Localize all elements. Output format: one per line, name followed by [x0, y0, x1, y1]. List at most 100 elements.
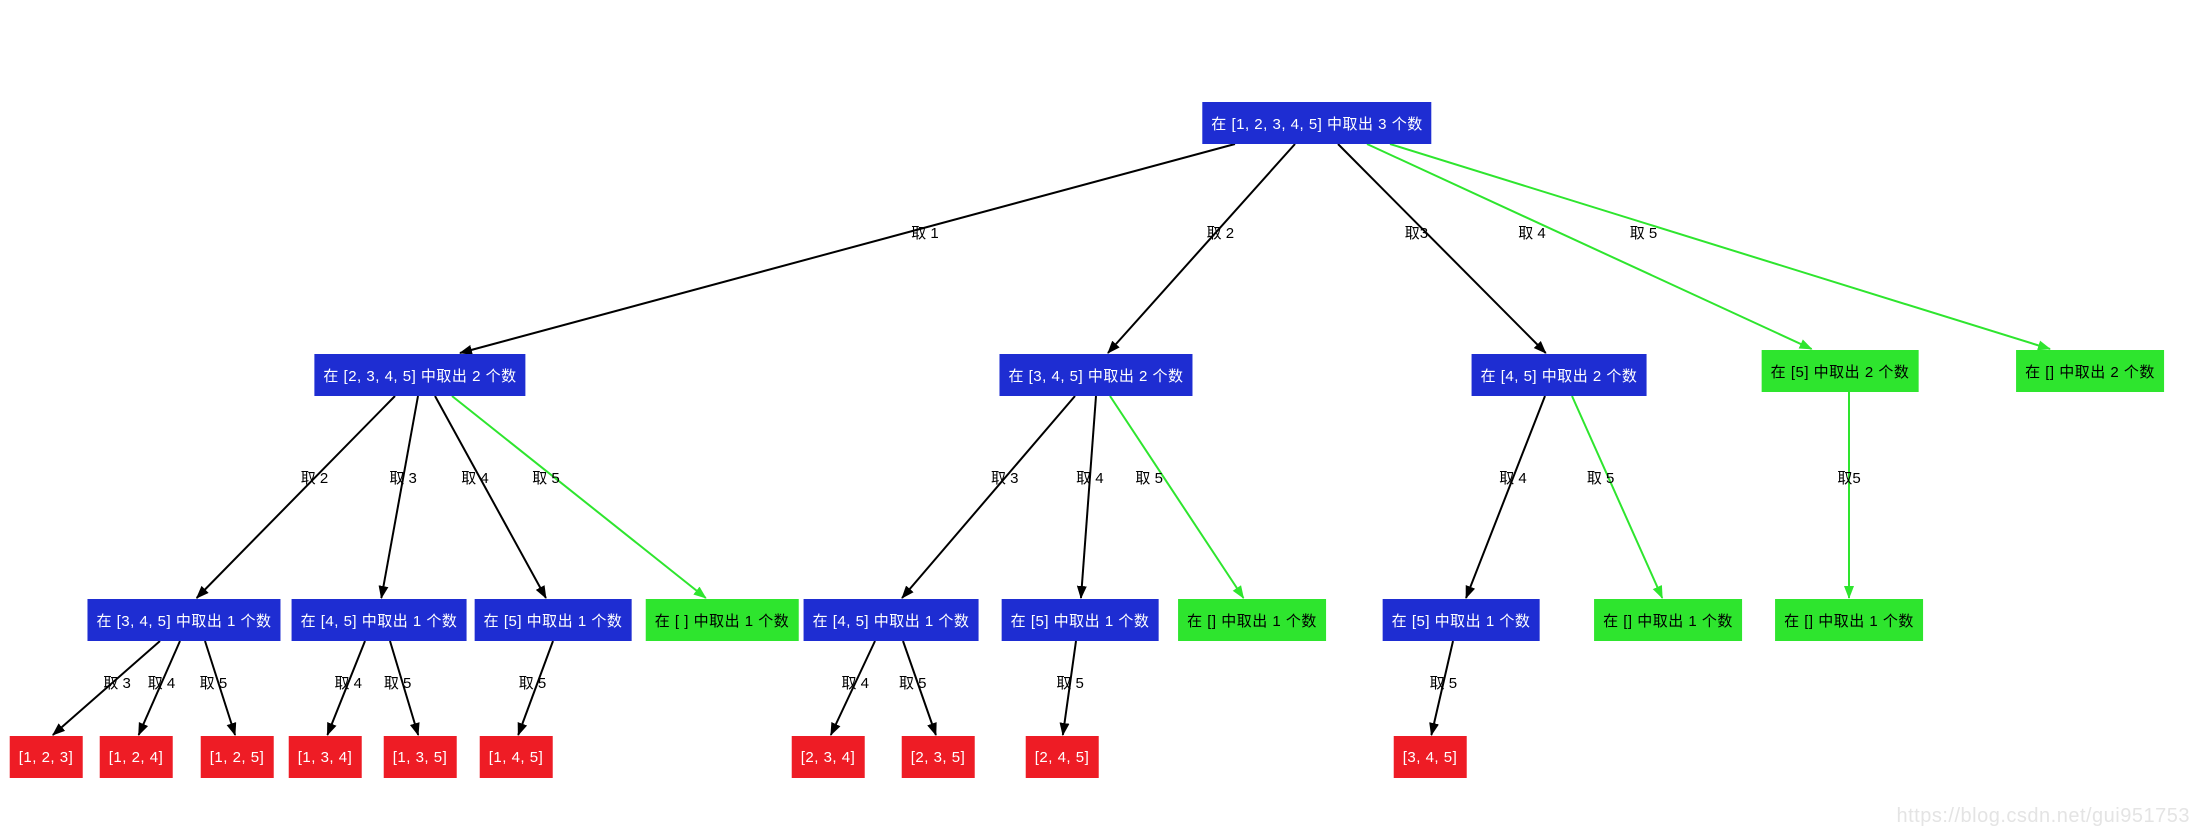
tree-node-n37: 在 [] 中取出 1 个数 [1178, 599, 1326, 641]
edge-line [1059, 640, 1077, 736]
edge-label: 取 4 [461, 470, 489, 487]
tree-node-root: 在 [1, 2, 3, 4, 5] 中取出 3 个数 [1202, 102, 1432, 144]
tree-node-label: 在 [5] 中取出 2 个数 [1770, 363, 1910, 381]
edge-line [1389, 143, 2051, 351]
edge-n21-n31: 取 2 [195, 395, 396, 599]
edge-root-n25: 取 5 [1389, 143, 2051, 351]
edge-n32-r4: 取 4 [326, 640, 366, 736]
tree-node-r6: [1, 4, 5] [479, 736, 553, 778]
edge-label: 取 3 [103, 675, 131, 692]
edge-label: 取5 [1837, 470, 1860, 487]
tree-node-r2: [1, 2, 4] [99, 736, 173, 778]
edge-label: 取 2 [1207, 225, 1235, 242]
tree-node-label: 在 [ ] 中取出 1 个数 [654, 612, 790, 630]
edge-line [52, 640, 161, 736]
edge-label: 取 4 [334, 675, 362, 692]
tree-node-n36: 在 [5] 中取出 1 个数 [1001, 599, 1159, 641]
edge-line [137, 640, 181, 736]
edge-n31-r3: 取 5 [200, 640, 237, 736]
edge-n23-n39: 取 5 [1571, 395, 1664, 599]
edge-line [1076, 395, 1097, 599]
tree-node-r5: [1, 3, 5] [383, 736, 457, 778]
edge-label: 取 5 [1135, 470, 1163, 487]
tree-node-r3: [1, 2, 5] [200, 736, 274, 778]
edge-line [1571, 395, 1664, 599]
edge-line [434, 395, 547, 599]
edge-label: 取 5 [519, 675, 547, 692]
edge-n21-n33: 取 4 [434, 395, 547, 599]
edge-label: 取 5 [899, 675, 927, 692]
edge-n31-r1: 取 3 [52, 640, 161, 736]
tree-node-label: [2, 4, 5] [1034, 748, 1090, 766]
tree-node-n32: 在 [4, 5] 中取出 1 个数 [291, 599, 467, 641]
edge-n24-n3a: 取5 [1837, 392, 1861, 599]
edge-line [902, 640, 937, 736]
tree-node-label: [3, 4, 5] [1402, 748, 1458, 766]
tree-node-label: [1, 2, 4] [108, 748, 164, 766]
tree-node-label: 在 [] 中取出 2 个数 [2025, 363, 2155, 381]
edge-line [1429, 640, 1454, 736]
tree-node-n24: 在 [5] 中取出 2 个数 [1761, 350, 1919, 392]
tree-node-r4: [1, 3, 4] [288, 736, 362, 778]
edge-line [517, 640, 554, 736]
edge-label: 取 5 [1587, 470, 1615, 487]
edge-line [829, 640, 876, 736]
tree-node-label: 在 [4, 5] 中取出 1 个数 [300, 612, 458, 630]
edge-line [195, 395, 396, 599]
tree-node-label: 在 [2, 3, 4, 5] 中取出 2 个数 [323, 367, 517, 385]
edge-line [1337, 143, 1547, 354]
tree-node-n33: 在 [5] 中取出 1 个数 [474, 599, 632, 641]
tree-node-label: 在 [5] 中取出 1 个数 [1391, 612, 1531, 630]
tree-node-label: 在 [3, 4, 5] 中取出 2 个数 [1008, 367, 1184, 385]
edge-line [1366, 143, 1813, 350]
tree-node-n31: 在 [3, 4, 5] 中取出 1 个数 [87, 599, 281, 641]
tree-node-n3a: 在 [] 中取出 1 个数 [1775, 599, 1923, 641]
edge-root-n22: 取 2 [1107, 143, 1296, 354]
edge-label: 取 4 [148, 675, 176, 692]
tree-node-label: 在 [3, 4, 5] 中取出 1 个数 [96, 612, 272, 630]
edge-label: 取 5 [200, 675, 228, 692]
edge-line [1109, 395, 1245, 599]
edge-label: 取 1 [911, 225, 939, 242]
edge-n21-n34: 取 5 [451, 395, 707, 599]
edge-label: 取 3 [991, 470, 1019, 487]
tree-node-label: 在 [5] 中取出 1 个数 [1010, 612, 1150, 630]
tree-node-n21: 在 [2, 3, 4, 5] 中取出 2 个数 [314, 354, 526, 396]
edge-label: 取 4 [842, 675, 870, 692]
edge-line [1465, 395, 1546, 599]
tree-node-label: [1, 4, 5] [488, 748, 544, 766]
edge-root-n21: 取 1 [459, 143, 1236, 355]
edge-n22-n37: 取 5 [1109, 395, 1245, 599]
edge-n23-n38: 取 4 [1465, 395, 1546, 599]
tree-node-r9: [2, 4, 5] [1025, 736, 1099, 778]
edge-n36-r9: 取 5 [1056, 640, 1084, 736]
tree-node-r8: [2, 3, 5] [901, 736, 975, 778]
tree-node-n39: 在 [] 中取出 1 个数 [1594, 599, 1742, 641]
edge-root-n24: 取 4 [1366, 143, 1813, 350]
edge-label: 取 5 [384, 675, 412, 692]
tree-node-r1: [1, 2, 3] [9, 736, 83, 778]
tree-node-label: 在 [4, 5] 中取出 1 个数 [812, 612, 970, 630]
tree-node-n25: 在 [] 中取出 2 个数 [2016, 350, 2164, 392]
edge-line [901, 395, 1076, 599]
tree-node-label: [1, 2, 5] [209, 748, 265, 766]
tree-node-n34: 在 [ ] 中取出 1 个数 [645, 599, 799, 641]
edge-n22-n36: 取 4 [1076, 395, 1104, 599]
tree-node-r10: [3, 4, 5] [1393, 736, 1467, 778]
edge-line [204, 640, 237, 736]
edge-label: 取 4 [1499, 470, 1527, 487]
tree-node-n22: 在 [3, 4, 5] 中取出 2 个数 [999, 354, 1193, 396]
tree-node-label: [2, 3, 4] [800, 748, 856, 766]
edge-n22-n35: 取 3 [901, 395, 1076, 599]
tree-node-n23: 在 [4, 5] 中取出 2 个数 [1471, 354, 1647, 396]
tree-node-label: 在 [4, 5] 中取出 2 个数 [1480, 367, 1638, 385]
edge-label: 取3 [1405, 225, 1428, 242]
tree-node-label: [1, 3, 4] [297, 748, 353, 766]
tree-node-r7: [2, 3, 4] [791, 736, 865, 778]
edge-line [459, 143, 1236, 355]
tree-node-label: 在 [] 中取出 1 个数 [1187, 612, 1317, 630]
tree-node-n38: 在 [5] 中取出 1 个数 [1382, 599, 1540, 641]
edge-root-n23: 取3 [1337, 143, 1547, 354]
